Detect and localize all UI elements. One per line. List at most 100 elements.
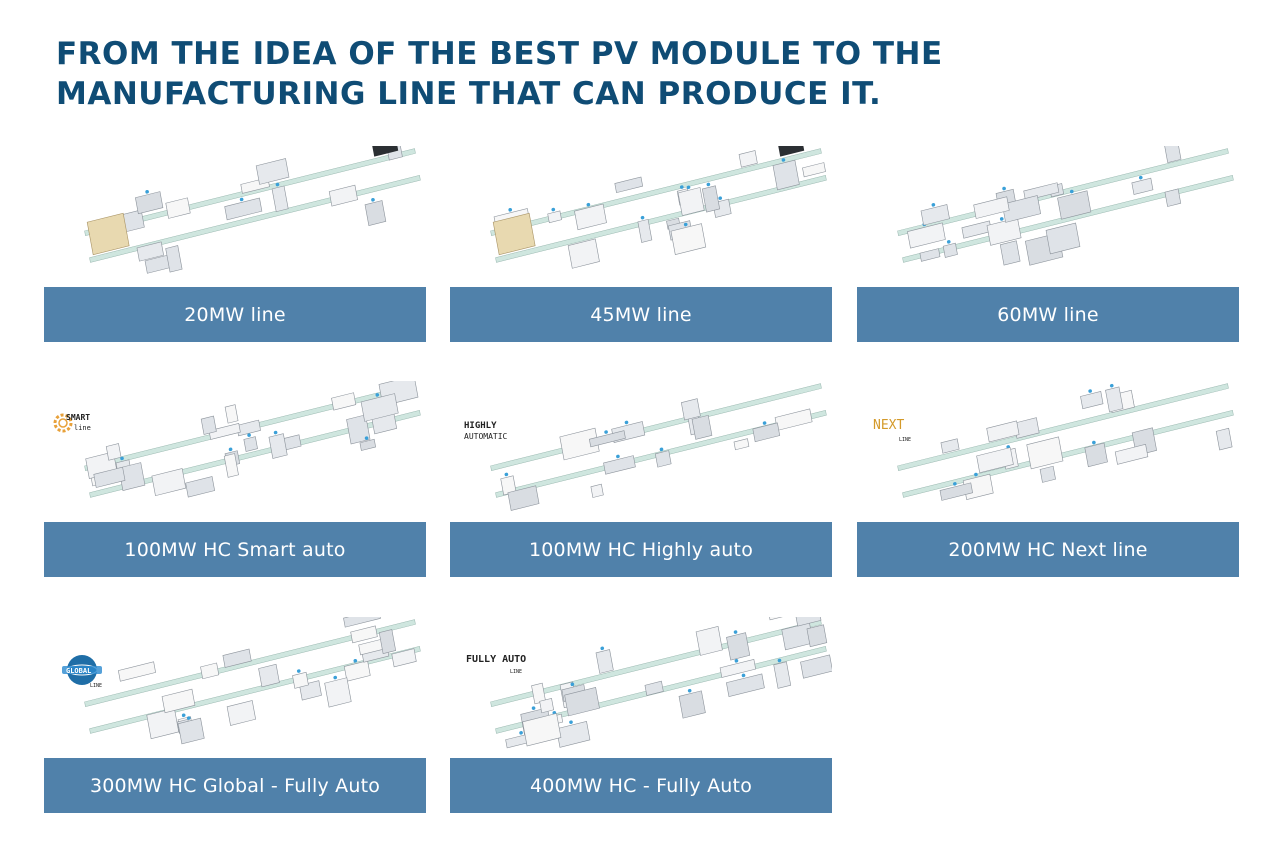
machine-block xyxy=(920,204,950,226)
machine-block xyxy=(588,430,626,448)
line-layout-image-45mw xyxy=(450,146,832,287)
machine-block xyxy=(522,713,562,747)
line-card-60mw[interactable]: 60MW line xyxy=(857,146,1239,342)
machine-block xyxy=(1105,386,1124,413)
line-card-label[interactable]: 200MW HC Next line xyxy=(857,522,1239,577)
machine-block xyxy=(243,436,258,452)
line-card-400mw-fully[interactable]: FULLY AUTO LINE 400MW HC - Fully Auto xyxy=(450,617,832,813)
line-card-label[interactable]: 100MW HC Smart auto xyxy=(44,522,426,577)
operator-figure xyxy=(1088,389,1092,393)
line-card-label[interactable]: 100MW HC Highly auto xyxy=(450,522,832,577)
operator-figure xyxy=(953,482,957,486)
logo-text-2: LINE xyxy=(90,683,103,689)
operator-figure xyxy=(733,630,738,634)
machine-block xyxy=(224,404,239,424)
line-card-label[interactable]: 400MW HC - Fully Auto xyxy=(450,758,832,813)
smart-line-gear-logo-icon: SMART line xyxy=(52,409,96,437)
operator-figure xyxy=(569,720,573,724)
machine-block xyxy=(165,197,191,219)
operator-figure xyxy=(551,207,556,212)
line-card-100mw-highly[interactable]: HIGHLY AUTOMATIC 100MW HC Highly auto xyxy=(450,381,832,577)
machine-block xyxy=(346,414,371,445)
operator-figure xyxy=(683,222,688,227)
machine-block xyxy=(1045,222,1081,255)
line-layout-image-60mw xyxy=(857,146,1239,287)
machine-block xyxy=(1039,465,1056,483)
operator-figure xyxy=(659,447,664,452)
logo-text-1: NEXT xyxy=(873,418,905,433)
line-card-100mw-smart[interactable]: SMART line 100MW HC Smart auto xyxy=(44,381,426,577)
machine-block xyxy=(1001,195,1041,223)
machine-block xyxy=(255,158,290,185)
machine-block xyxy=(161,688,196,714)
line-card-45mw[interactable]: 45MW line xyxy=(450,146,832,342)
production-line-illustration xyxy=(897,383,1234,501)
line-card-300mw-global[interactable]: GLOBAL LINE 300MW HC Global - Fully Auto xyxy=(44,617,426,813)
operator-figure xyxy=(706,182,711,187)
production-line-illustration xyxy=(84,617,421,745)
logo-text-2: LINE xyxy=(510,669,523,675)
operator-figure xyxy=(570,682,575,687)
machine-block xyxy=(940,438,960,454)
line-card-label[interactable]: 20MW line xyxy=(44,287,426,342)
operator-figure xyxy=(531,706,536,710)
line-card-20mw[interactable]: 20MW line xyxy=(44,146,426,342)
machine-block xyxy=(1163,146,1182,163)
line-card-label[interactable]: 300MW HC Global - Fully Auto xyxy=(44,758,426,813)
machine-block xyxy=(1164,188,1182,207)
machine-block xyxy=(364,200,387,226)
operator-figure xyxy=(145,189,149,194)
operator-figure xyxy=(375,393,380,397)
operator-figure xyxy=(1109,383,1114,388)
operator-figure xyxy=(333,675,338,680)
machine-block xyxy=(695,625,723,656)
machine-block xyxy=(271,185,289,213)
machine-block xyxy=(1057,190,1092,220)
operator-figure xyxy=(228,447,233,452)
machine-block xyxy=(226,700,257,726)
production-line-illustration xyxy=(490,383,827,511)
operator-figure xyxy=(640,215,645,220)
machine-block xyxy=(726,632,751,661)
operator-figure xyxy=(586,202,591,207)
line-card-label[interactable]: 45MW line xyxy=(450,287,832,342)
machine-block xyxy=(774,408,813,431)
machine-block xyxy=(961,220,992,239)
machine-block xyxy=(691,414,713,440)
line-layout-image-400mw-fully xyxy=(450,617,832,758)
machine-block xyxy=(268,433,288,459)
machine-block xyxy=(200,662,220,680)
operator-figure xyxy=(186,716,191,720)
machine-block xyxy=(574,203,607,231)
machine-block xyxy=(802,162,826,178)
line-card-200mw-next[interactable]: NEXT LINE 200MW HC Next line xyxy=(857,381,1239,577)
operator-figure xyxy=(296,669,301,673)
line-layout-image-100mw-highly xyxy=(450,381,832,522)
line-layout-image-100mw-smart xyxy=(44,381,426,522)
operator-figure xyxy=(734,658,739,663)
machine-block xyxy=(907,222,946,249)
line-card-label[interactable]: 60MW line xyxy=(857,287,1239,342)
fully-auto-logo-icon: FULLY AUTO LINE xyxy=(466,655,540,679)
operator-figure xyxy=(120,456,124,461)
machine-block xyxy=(1114,443,1149,465)
machine-block xyxy=(680,398,701,421)
operator-figure xyxy=(504,472,509,477)
machine-block xyxy=(224,197,263,221)
global-line-globe-logo-icon: GLOBAL LINE xyxy=(60,653,106,689)
machine-block xyxy=(93,466,126,488)
production-line-illustration xyxy=(490,617,832,749)
operator-figure xyxy=(604,430,608,434)
machine-block xyxy=(117,661,156,682)
machine-block xyxy=(738,150,758,168)
machine-block xyxy=(1023,182,1060,201)
machine-block xyxy=(359,438,377,451)
machine-block xyxy=(350,625,378,644)
machine-block xyxy=(637,218,653,243)
machine-block xyxy=(331,392,357,411)
operator-figure xyxy=(508,207,513,212)
machine-block xyxy=(1080,391,1104,410)
operator-figure xyxy=(1138,175,1143,180)
machine-block xyxy=(177,717,205,745)
machine-block xyxy=(595,649,614,674)
